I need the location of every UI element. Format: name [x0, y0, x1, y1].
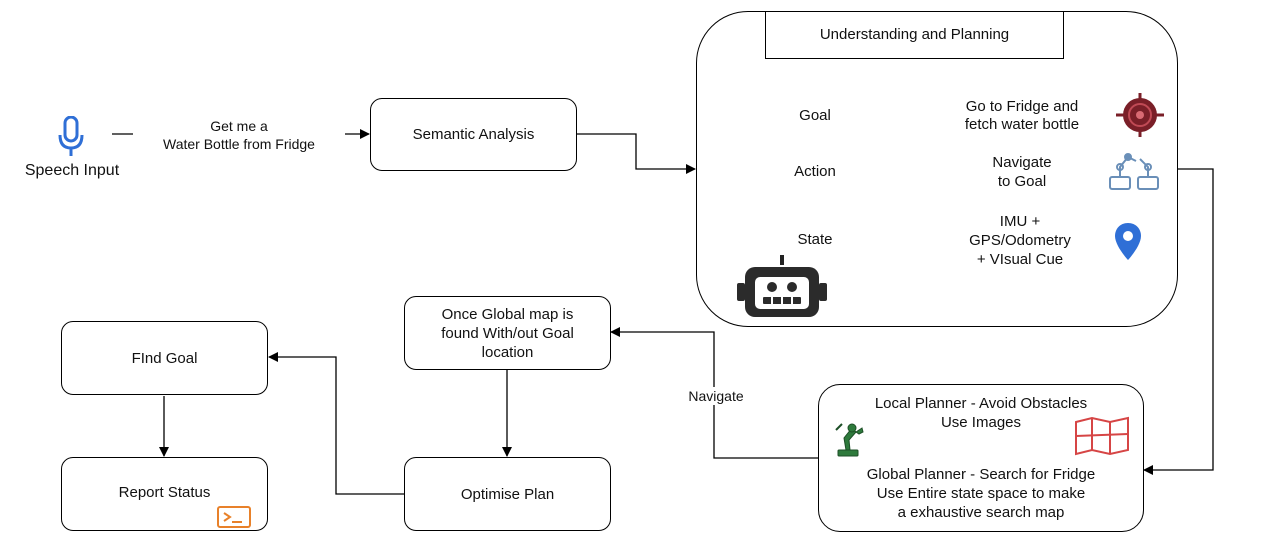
understanding-planning-title: Understanding and Planning — [819, 26, 1010, 43]
state-value: IMU + GPS/Odometry + VIsual Cue — [969, 213, 1071, 268]
location-pin-icon — [1114, 222, 1142, 262]
action-value: Navigate to Goal — [992, 154, 1052, 190]
report-status-label: Report Status — [118, 483, 211, 501]
find-goal-box: FInd Goal — [61, 321, 268, 395]
optimise-plan-box: Optimise Plan — [404, 457, 611, 531]
robot-arm-green-icon — [832, 418, 866, 458]
edge-optimise-to-findgoal — [268, 352, 404, 495]
edge-semantic-to-understanding — [577, 133, 696, 174]
robot-face-icon — [737, 255, 827, 319]
speech-input-label: Speech Input — [24, 162, 120, 179]
goal-value: Go to Fridge and fetch water bottle — [964, 98, 1080, 133]
find-goal-label: FInd Goal — [131, 349, 198, 367]
robot-arm-icon — [1108, 153, 1160, 191]
local-planner-label: Local Planner - Avoid Obstacles Use Imag… — [874, 395, 1088, 431]
target-icon — [1112, 93, 1168, 137]
terminal-icon — [216, 505, 252, 529]
speech-edge-label: Get me a Water Bottle from Fridge — [163, 118, 315, 152]
edge-understanding-to-planner — [1143, 168, 1214, 475]
action-key: Action — [794, 163, 836, 180]
global-map-label: Once Global map is found With/out Goal l… — [441, 305, 574, 361]
optimise-plan-label: Optimise Plan — [460, 485, 555, 503]
global-map-box: Once Global map is found With/out Goal l… — [404, 296, 611, 370]
report-status-box: Report Status — [61, 457, 268, 531]
understanding-planning-title-box: Understanding and Planning — [765, 11, 1064, 59]
goal-key: Goal — [799, 107, 831, 124]
map-icon — [1074, 416, 1130, 456]
semantic-analysis-box: Semantic Analysis — [370, 98, 577, 171]
planner-box — [818, 384, 1144, 532]
navigate-edge-label: Navigate — [676, 387, 756, 405]
semantic-analysis-label: Semantic Analysis — [412, 126, 535, 143]
microphone-icon — [58, 115, 84, 158]
state-key: State — [797, 231, 833, 248]
global-planner-label: Global Planner - Search for Fridge Use E… — [866, 466, 1096, 521]
